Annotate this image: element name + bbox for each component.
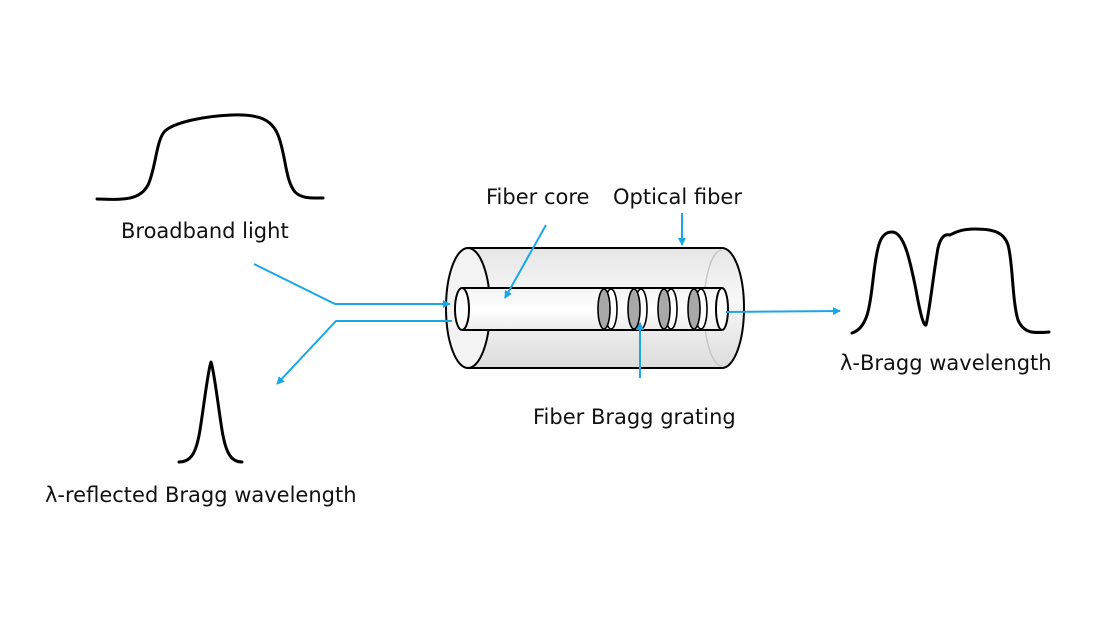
fiber-core: [454, 287, 729, 331]
transmitted-wavelength-label: λ-Bragg wavelength: [840, 351, 1052, 375]
grating-plane: [657, 288, 671, 330]
broadband-light-label: Broadband light: [121, 219, 289, 243]
fiber-bragg-grating-label: Fiber Bragg grating: [533, 405, 736, 429]
bragg-grating: [597, 288, 708, 330]
reflected-light-arrow: [276, 320, 452, 385]
fiber-core-pointer: [504, 224, 547, 299]
transmitted-light-arrow: [725, 307, 841, 316]
reflected-peak-curve: [177, 360, 244, 464]
broadband-spectrum-curve: [95, 113, 325, 201]
fiber-core-label: Fiber core: [486, 185, 589, 209]
optical-fiber-label: Optical fiber: [613, 185, 742, 209]
incident-light-arrow: [253, 263, 451, 308]
grating-plane: [687, 288, 701, 330]
transmitted-spectrum-curve: [850, 227, 1051, 335]
grating-plane: [627, 288, 641, 330]
reflected-wavelength-label: λ-reflected Bragg wavelength: [45, 483, 357, 507]
grating-plane: [597, 288, 611, 330]
light-path-arrows: [253, 213, 841, 385]
core-end-face: [454, 287, 470, 331]
